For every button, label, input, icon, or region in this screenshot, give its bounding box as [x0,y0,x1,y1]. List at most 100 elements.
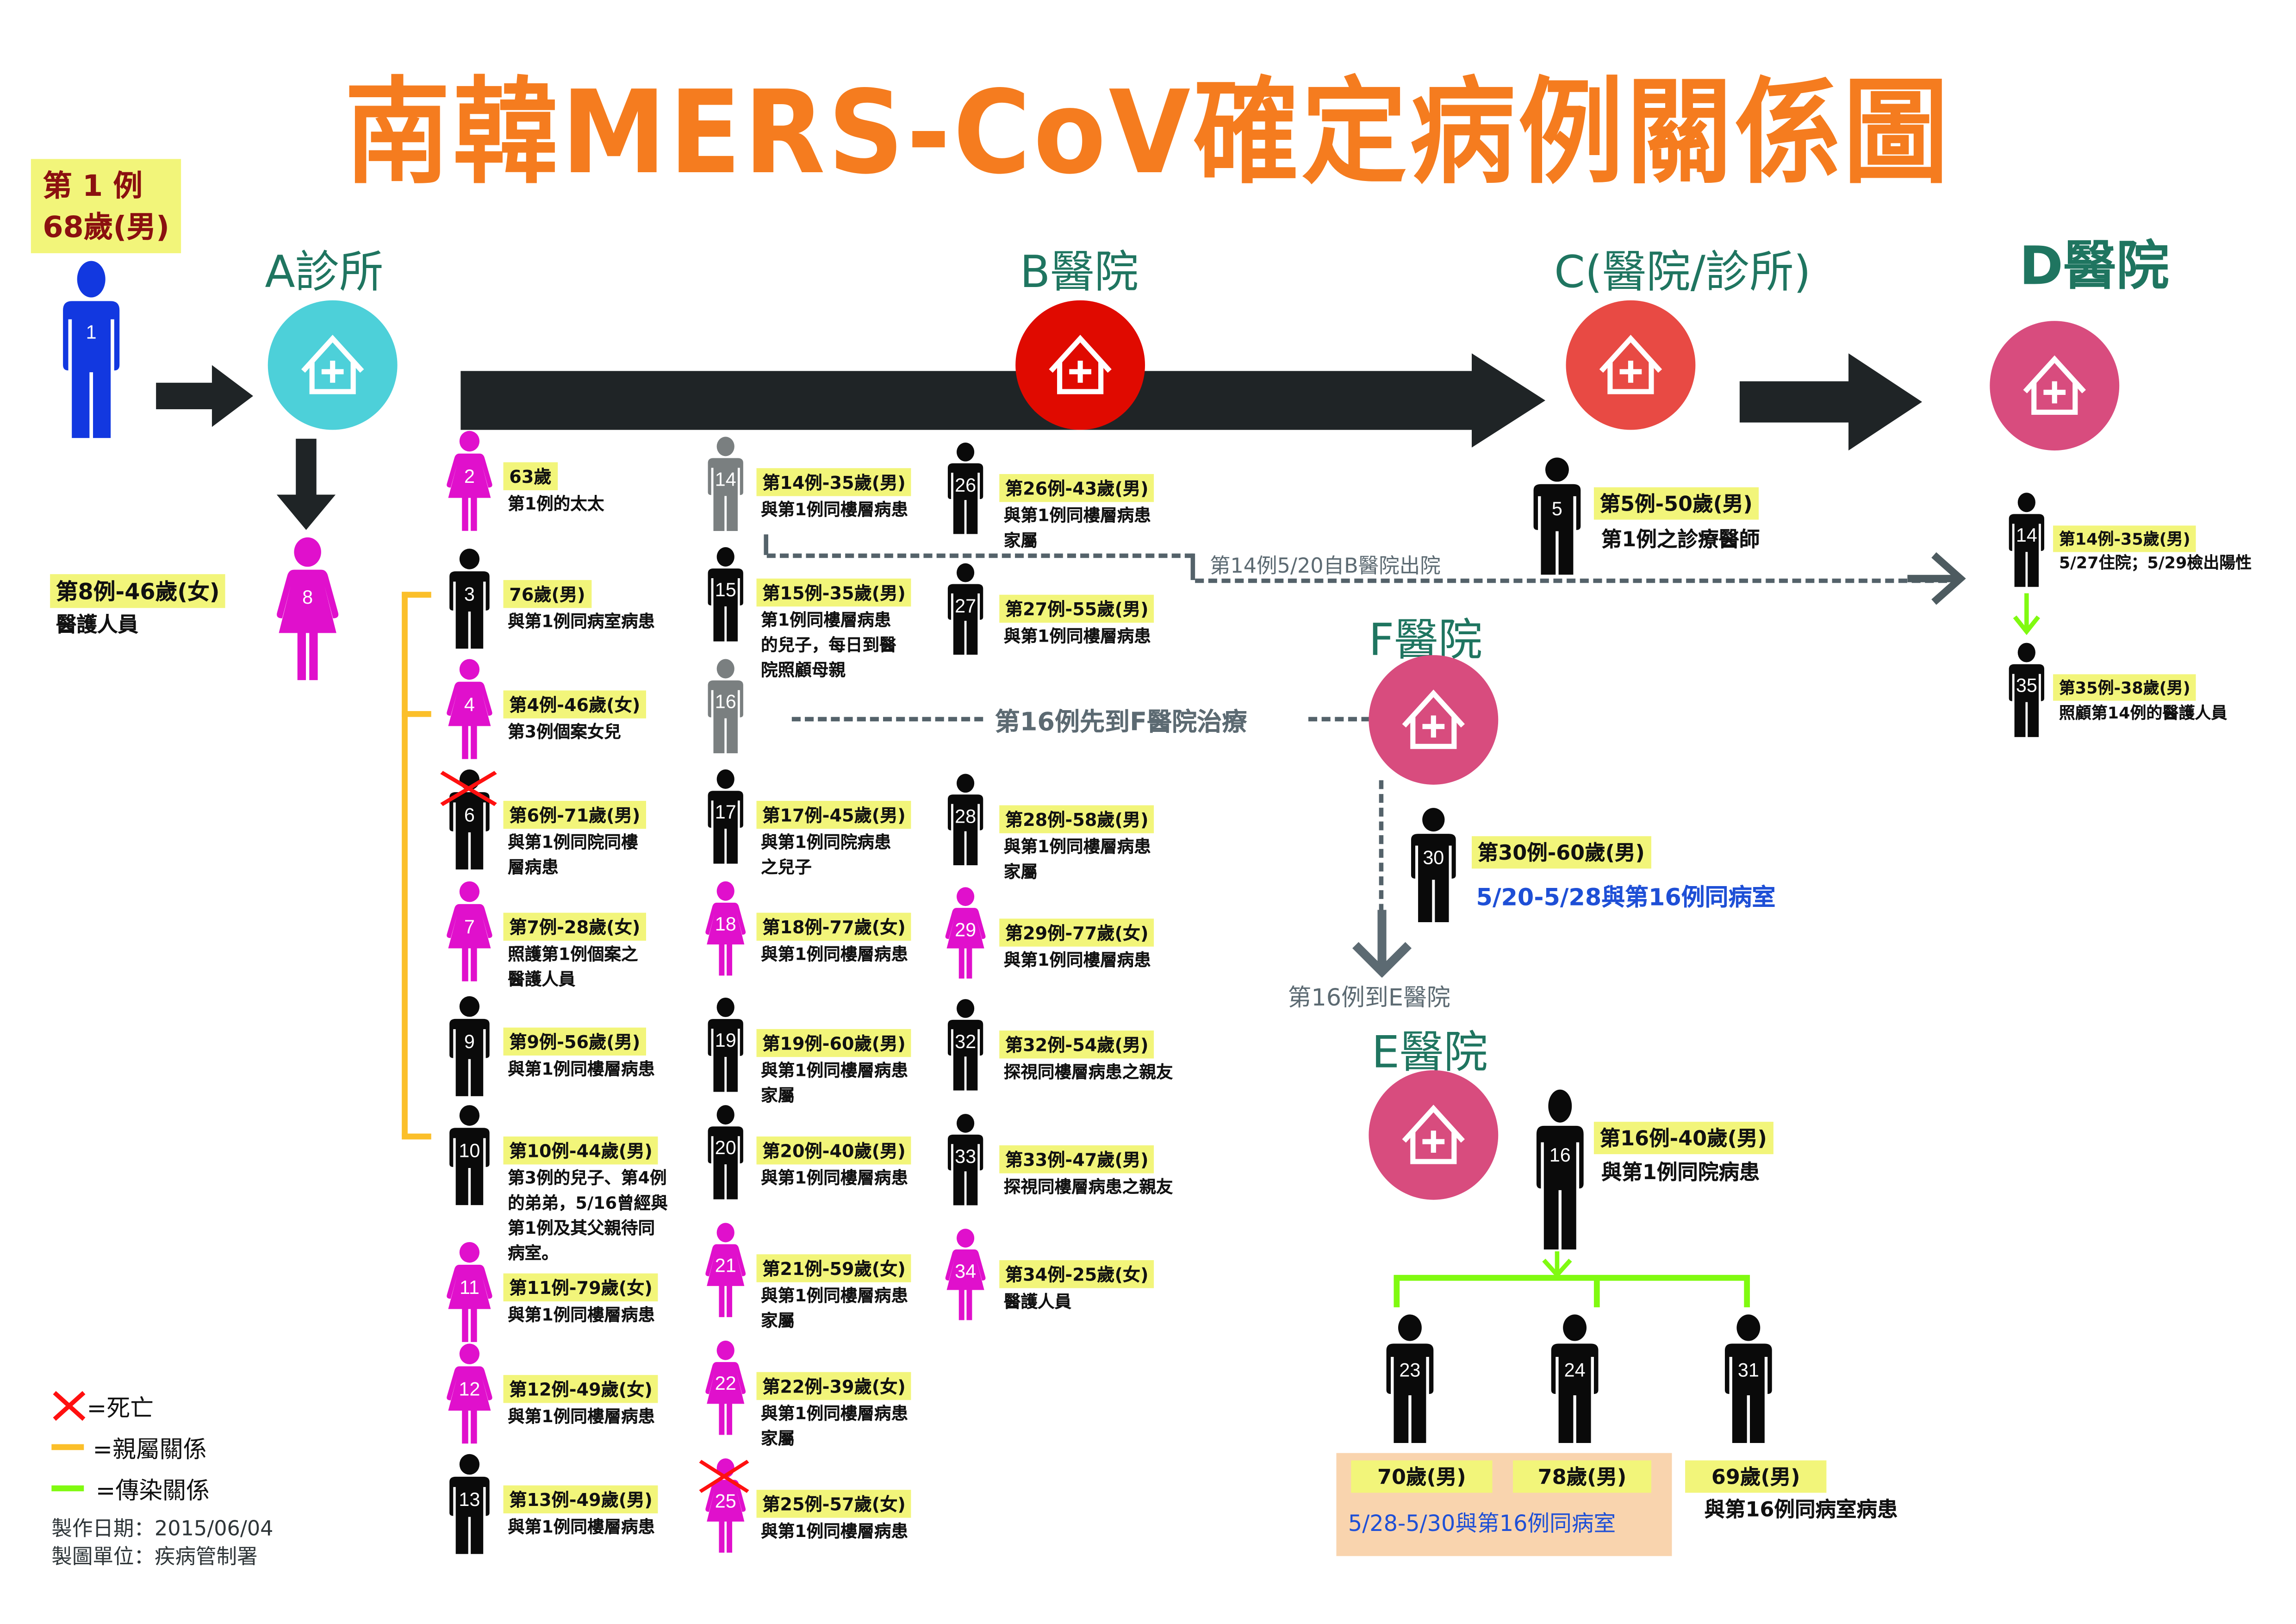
person-icon-case-19: 19 [703,997,747,1094]
case-tag: 第18例-77歲(女) [756,912,912,941]
case-desc: 與第1例同樓層病患 [1003,625,1151,647]
d-case-35-desc: 照顧第14例的醫護人員 [2059,704,2228,723]
person-icon-case-13: 13 [444,1453,494,1556]
person-icon-case-5: 5 [1528,456,1587,577]
case-number: 25 [715,1490,736,1513]
legend-label: =親屬關係 [93,1435,207,1463]
case-desc: 與第1例同樓層病患 家屬 [761,1285,908,1331]
case-desc: 第3例個案女兒 [508,721,622,742]
hospital-c-label: C(醫院/診所) [1554,247,1811,299]
case-16-desc: 與第1例同院病患 [1601,1162,1760,1185]
case-tag: 第22例-39歲(女) [756,1372,912,1400]
case-tag: 第14例-35歲(男) [756,468,912,496]
case-number: 19 [715,1030,736,1052]
person-icon-case-30: 30 [1406,807,1462,924]
case-5-desc: 第1例之診療醫師 [1601,528,1760,552]
case-tag: 第11例-79歲(女) [503,1273,659,1302]
case16-to-e-note: 第16例到E醫院 [1288,983,1450,1012]
case-number: 16 [715,691,736,713]
person-icon-case-32: 32 [943,998,987,1093]
person-icon-case-35: 35 [2004,642,2048,739]
person-icon-case-34: 34 [943,1228,987,1322]
case-number: 18 [715,913,736,936]
d-case-14-desc: 5/27住院；5/29檢出陽性 [2059,553,2252,573]
case-tag: 第10例-44歲(男) [503,1136,659,1165]
case-31-tag: 69歲(男) [1685,1460,1827,1493]
case-30-tag: 第30例-60歲(男) [1472,836,1651,869]
case-tag: 第26例-43歲(男) [999,474,1155,502]
case-tag: 第32例-54歲(男) [999,1031,1155,1059]
case-tag: 第15例-35歲(男) [756,578,912,607]
case-tag: 第12例-49歲(女) [503,1375,659,1403]
case-desc: 與第1例同樓層病患 [761,943,908,964]
kin-bracket-tick [402,711,431,717]
case-tag: 第13例-49歲(男) [503,1485,659,1514]
case-8-desc: 醫護人員 [56,614,138,637]
legend-item-transmission: =傳染關係 [51,1469,210,1508]
green-line-icon [51,1485,84,1492]
person-icon-case-29: 29 [943,886,987,981]
case-number: 28 [955,805,977,827]
case-number: 16 [1549,1144,1571,1166]
case-number: 1 [86,321,97,344]
case-desc: 與第1例同樓層病患 [508,1405,655,1427]
person-icon-case-14-d: 14 [2004,492,2048,589]
case-desc: 與第1例同院病患 之兒子 [761,831,891,878]
case-number: 17 [715,801,736,824]
case-desc: 照護第1例個案之 醫護人員 [508,943,638,989]
house-cross-icon [1599,335,1662,394]
hospital-f-icon [1369,655,1499,785]
person-icon-case-14: 14 [703,436,747,533]
route-14-connector [764,534,768,555]
case1-label: 第 1 例 68歲(男) [31,159,181,253]
person-icon-case-28: 28 [943,773,987,868]
legend-item-kin: =親屬關係 [51,1425,210,1469]
case-number: 34 [955,1260,977,1282]
case-5-tag: 第5例-50歲(男) [1593,487,1759,520]
arrow-right-icon [156,365,253,427]
person-icon-case-16: 16 [703,658,747,755]
case-tag: 第17例-45歲(男) [756,800,912,829]
case-desc: 第3例的兒子、第4例 的弟弟，5/16曾經與 第1例及其父親待同 病室。 [508,1167,668,1263]
case-desc: 與第1例同樓層病患 家屬 [761,1403,908,1449]
case-number: 13 [459,1488,480,1511]
case-desc: 與第1例同樓層病患 [508,1516,655,1537]
hospital-a-label: A診所 [265,247,384,299]
case-number: 24 [1564,1358,1586,1380]
kin-bracket-tick [402,592,431,598]
person-icon-case-25: 25 [699,1457,749,1555]
arrow-right-icon-to-d [1907,552,1966,605]
house-cross-icon [1402,1105,1465,1164]
legend-label: =傳染關係 [95,1476,210,1505]
case-desc: 與第1例同院同樓 層病患 [508,831,638,878]
orange-line-icon [51,1444,84,1450]
case-desc: 探視同樓層病患之親友 [1003,1176,1173,1197]
case-number: 21 [715,1255,736,1277]
route-14-dashed-line-2 [1195,578,1960,583]
case-number: 14 [715,468,736,491]
hospital-a-icon [268,300,398,430]
case-desc: 第1例的太太 [508,493,604,514]
transmission-arrow-down-icon [2013,593,2041,635]
person-icon-case-8: 8 [274,536,341,683]
case-desc: 與第1例同樓層病患 [508,1058,655,1079]
case-tag: 第34例-25歲(女) [999,1260,1155,1288]
case-tag: 63歲 [503,462,558,490]
case-31-desc: 與第16例同病室病患 [1704,1499,1898,1523]
house-cross-icon [1049,335,1112,394]
person-icon-case-23: 23 [1381,1313,1439,1446]
person-icon-case-21: 21 [703,1222,747,1319]
person-icon-case-7: 7 [444,881,494,984]
case-number: 11 [459,1276,479,1299]
person-icon-case-6: 6 [440,768,497,872]
case16-to-f-note: 第16例先到F醫院治療 [995,708,1247,738]
arrow-down-icon [276,438,336,530]
route-16-dashed-line-2 [1308,717,1370,722]
person-icon-case-20: 20 [703,1104,747,1201]
case-tag: 第29例-77歲(女) [999,918,1155,947]
route-14-dashed-line [766,553,1194,558]
person-icon-case-11: 11 [444,1241,494,1344]
person-icon-case-26: 26 [943,442,987,536]
hospital-b-label: B醫院 [1020,247,1139,299]
d-case-35-tag: 第35例-38歲(男) [2053,674,2196,701]
